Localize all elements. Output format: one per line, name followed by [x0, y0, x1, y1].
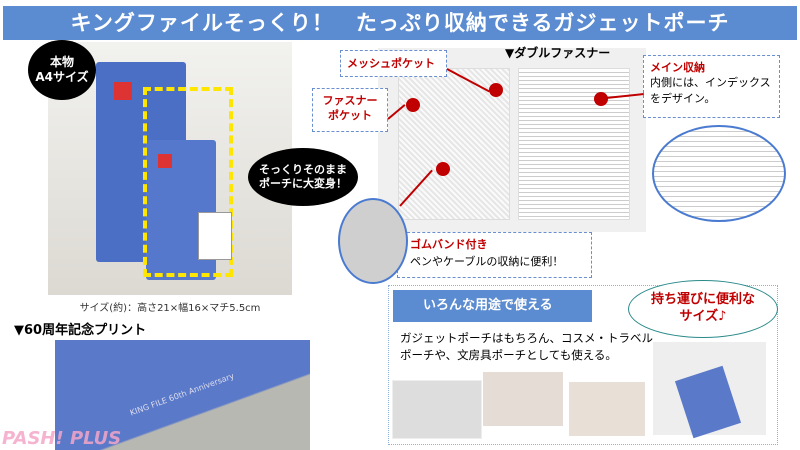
- size-caption: サイズ(約)：高さ21×幅16×マチ5.5cm: [79, 303, 261, 314]
- person-holding-pouch-photo: [653, 342, 766, 439]
- callout-text: 内側には、インデックスをデザイン。: [650, 76, 771, 105]
- zipper-pocket-callout: ファスナー ポケット: [312, 88, 388, 132]
- index-inset: [652, 125, 786, 222]
- mesh-pocket-callout: メッシュポケット: [340, 50, 447, 77]
- rubber-band-callout: ゴムバンド付き ペンやケーブルの収納に便利！: [397, 232, 592, 278]
- speech-bubble: 持ち運びに便利な サイズ♪: [628, 280, 778, 338]
- watermark-logo: PASH! PLUS: [2, 428, 122, 449]
- held-pouch: [674, 365, 742, 439]
- mesh-pocket-marker: [489, 83, 503, 97]
- mascot: [198, 212, 232, 260]
- rubber-band-marker: [436, 162, 450, 176]
- bubble-line: 持ち運びに便利な: [650, 292, 755, 308]
- callout-title: メイン収納: [650, 61, 705, 74]
- use-photo-gadget: [392, 380, 482, 439]
- index-area: [518, 68, 630, 220]
- uses-panel: [388, 285, 778, 445]
- main-storage-marker: [594, 92, 608, 106]
- binder-label: [114, 82, 132, 100]
- badge-line: ポーチに大変身！: [259, 177, 347, 190]
- use-photo-stationery: [569, 382, 645, 436]
- badge-line: そっくりそのまま: [259, 163, 347, 177]
- main-storage-callout: メイン収納 内側には、インデックスをデザイン。: [643, 55, 780, 118]
- pouch-label: [158, 154, 172, 168]
- anniversary-print-text: KING FILE 60th Anniversary: [128, 371, 236, 418]
- callout-title: ポケット: [328, 109, 372, 123]
- bubble-line: サイズ♪: [679, 309, 727, 324]
- badge-line: 本物: [49, 55, 74, 69]
- dashed-outline: [143, 87, 233, 277]
- badge-transform: そっくりそのまま ポーチに大変身！: [248, 148, 358, 206]
- callout-title: ゴムバンド付き: [410, 238, 488, 251]
- rubber-band-inset: [338, 198, 408, 284]
- uses-text: ガジェットポーチはもちろん、コスメ・トラベルポーチや、文房具ポーチとしても使える…: [400, 331, 653, 363]
- print-heading: ▼60周年記念プリント: [14, 323, 147, 338]
- zipper-heading: ▼ダブルファスナー: [505, 46, 611, 60]
- callout-title: ファスナー: [322, 94, 378, 107]
- page-title: キングファイルそっくり！ たっぷり収納できるガジェットポーチ: [3, 6, 797, 40]
- badge-real-size: 本物 A4サイズ: [28, 40, 96, 100]
- anniversary-print-photo: KING FILE 60th Anniversary: [55, 340, 310, 450]
- use-photo-cosmetics: [483, 372, 563, 426]
- callout-text: ペンやケーブルの収納に便利！: [410, 254, 564, 268]
- badge-line: A4サイズ: [35, 70, 89, 84]
- callout-title: メッシュポケット: [347, 57, 435, 70]
- uses-header: いろんな用途で使える: [393, 290, 592, 322]
- zipper-pocket-marker: [406, 98, 420, 112]
